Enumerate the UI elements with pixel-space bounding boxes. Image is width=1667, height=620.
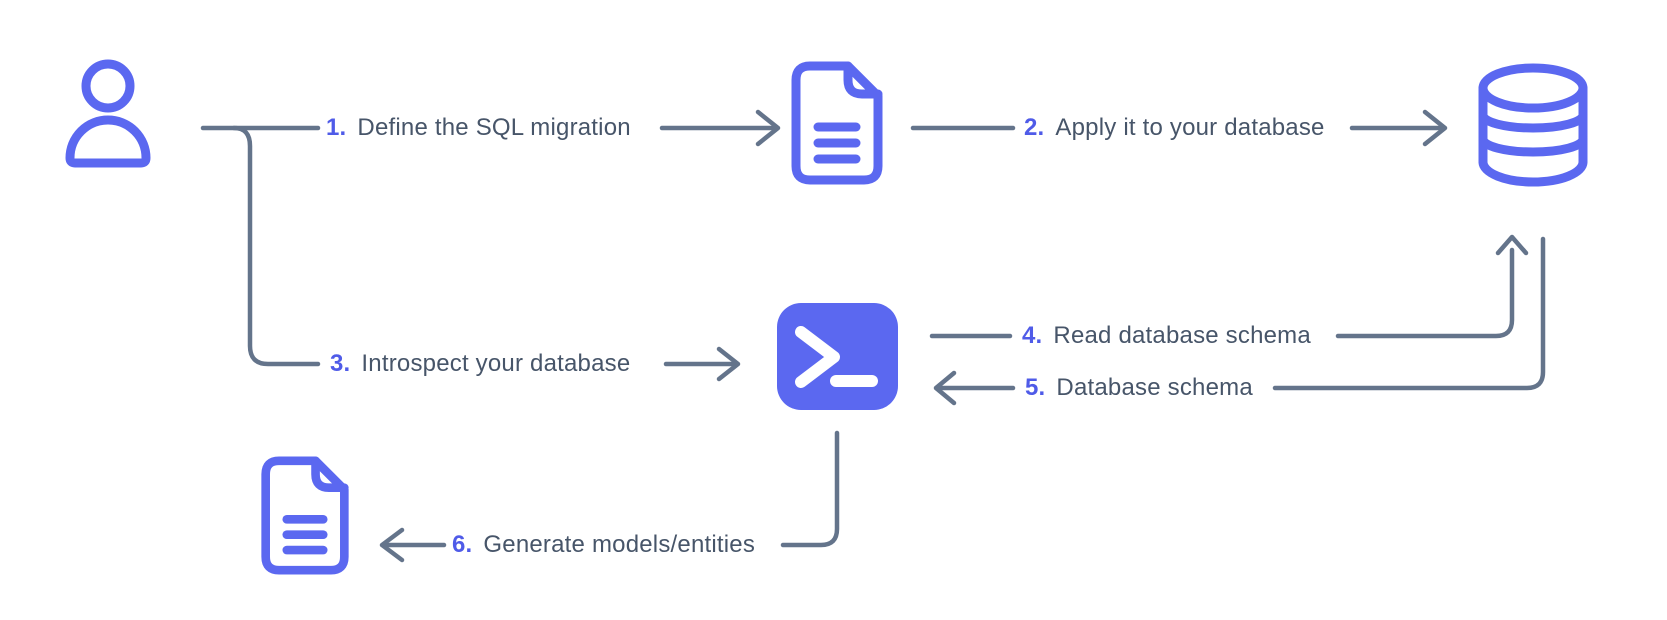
node-terminal [777, 303, 898, 410]
arrowhead-step6-left-icon [379, 527, 405, 563]
step-1-number: 1. [326, 114, 347, 141]
step-2-text: Apply it to your database [1055, 114, 1325, 141]
step-3-number: 3. [330, 350, 351, 377]
document-icon [791, 61, 883, 185]
step-1-text: Define the SQL migration [357, 114, 631, 141]
step-6-text: Generate models/entities [483, 531, 756, 558]
step-2-number: 2. [1024, 114, 1045, 141]
connector-step6-down [780, 430, 840, 548]
arrowhead-step5-left-icon [933, 370, 957, 406]
step-6-label: 6. Generate models/entities [452, 531, 755, 559]
step-3-text: Introspect your database [361, 350, 631, 377]
user-icon [65, 59, 151, 168]
connector-branch-down [231, 125, 321, 367]
database-icon [1478, 63, 1588, 187]
step-5-text: Database schema [1056, 374, 1253, 401]
step-3-label: 3. Introspect your database [330, 350, 630, 378]
step-6-number: 6. [452, 531, 473, 558]
node-models-file [258, 455, 352, 576]
step-4-number: 4. [1022, 322, 1043, 349]
step-4-text: Read database schema [1053, 322, 1311, 349]
step-5-number: 5. [1025, 374, 1046, 401]
step-4-label: 4. Read database schema [1022, 322, 1311, 350]
node-migration-file [788, 60, 886, 186]
step-2-label: 2. Apply it to your database [1024, 114, 1325, 142]
node-database [1478, 63, 1588, 187]
document-icon [261, 456, 349, 575]
connector-step4-line [1335, 247, 1515, 339]
arrowhead-step2-right-icon [1422, 109, 1448, 147]
step-5-label: 5. Database schema [1025, 374, 1253, 402]
step-1-label: 1. Define the SQL migration [326, 114, 631, 142]
terminal-icon [777, 303, 898, 410]
connector-step5-line [1272, 236, 1546, 391]
arrowhead-step4-up-icon [1495, 234, 1529, 256]
arrowhead-step3-right-icon [716, 346, 741, 382]
node-user [63, 54, 159, 170]
arrowhead-step1-right-icon [755, 109, 781, 147]
